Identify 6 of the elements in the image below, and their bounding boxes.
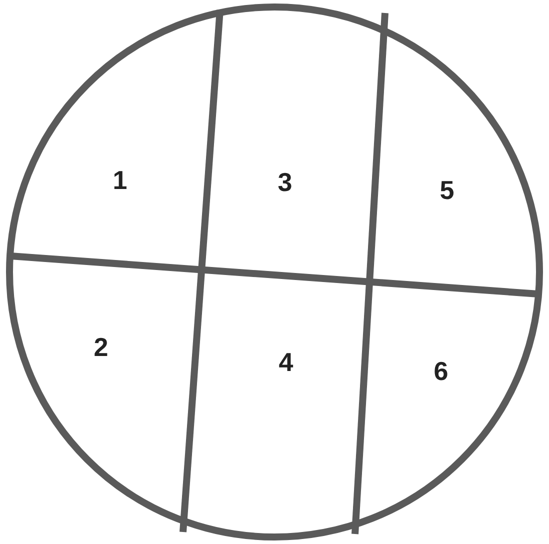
region-number: 4 (278, 349, 294, 375)
region-number: 5 (440, 177, 454, 203)
region-number: 6 (434, 358, 448, 384)
region-number: 1 (112, 167, 128, 193)
region-number: 3 (278, 169, 292, 195)
region-number: 2 (94, 334, 108, 360)
